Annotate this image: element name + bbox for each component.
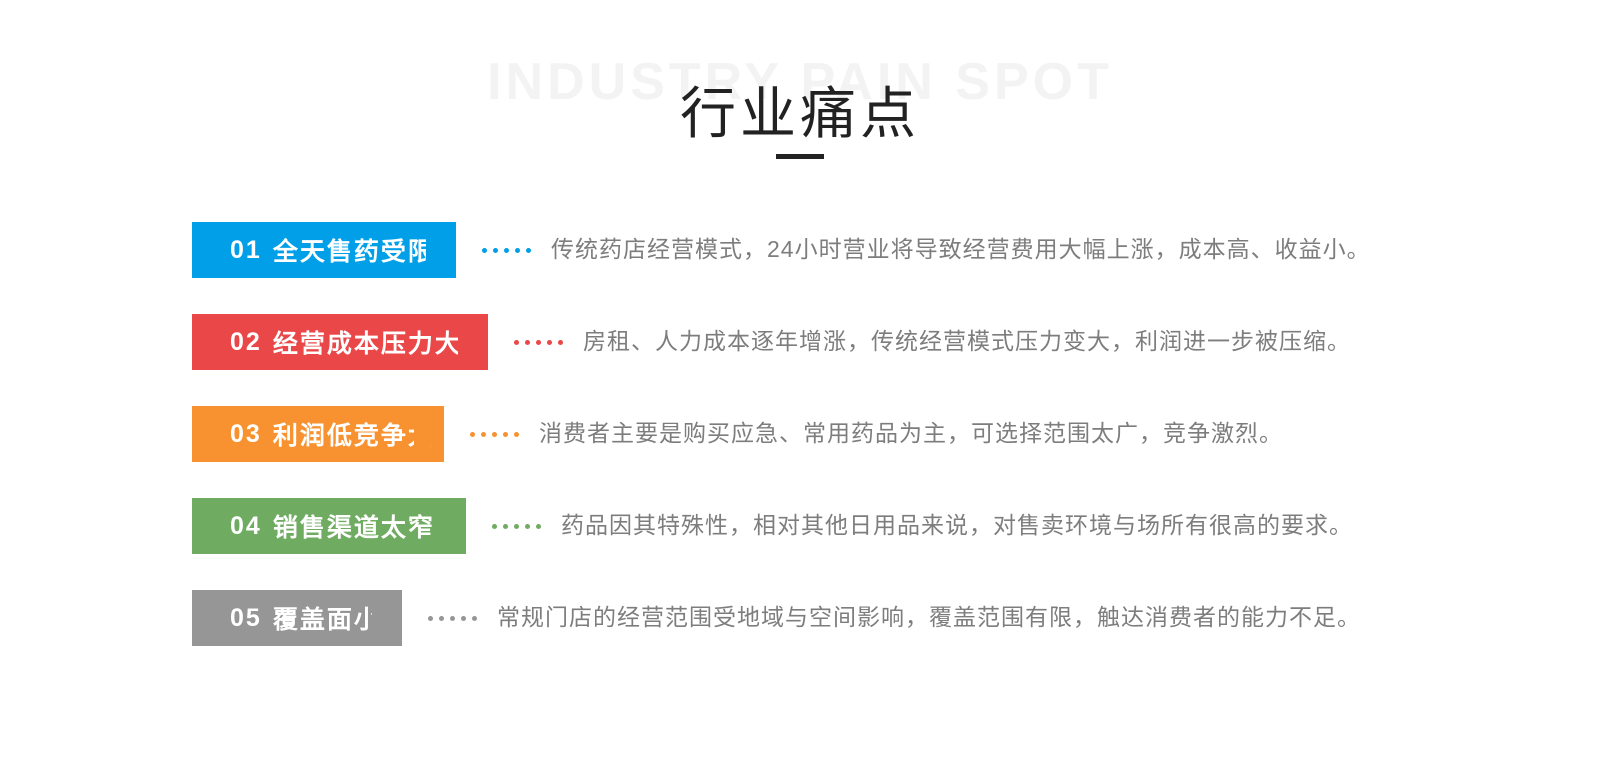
title-block: INDUSTRY PAIN SPOT 行业痛点 [0,53,1600,160]
pain-point-description: 消费者主要是购买应急、常用药品为主，可选择范围太广，竞争激烈。 [539,420,1283,447]
badge-number: 04 [230,511,262,540]
arrow-tip-icon [436,498,466,554]
pain-point-description: 房租、人力成本逐年增涨，传统经营模式压力变大，利润进一步被压缩。 [583,328,1351,355]
arrow-tip-icon [414,406,444,462]
badge-number: 01 [230,235,262,264]
title-divider [776,154,824,160]
pain-point-description: 药品因其特殊性，相对其他日用品来说，对售卖环境与场所有很高的要求。 [561,512,1353,539]
arrow-tip-icon [426,222,456,278]
dotted-connector-icon [492,523,541,529]
pain-point-row: 02 经营成本压力大 房租、人力成本逐年增涨，传统经营模式压力变大，利润进一步被压缩… [192,314,1532,370]
pain-point-description: 传统药店经营模式，24小时营业将导致经营费用大幅上涨，成本高、收益小。 [551,236,1371,263]
dotted-connector-icon [514,339,563,345]
badge-number: 03 [230,419,262,448]
pain-point-badge[interactable]: 02 经营成本压力大 [192,314,488,370]
pain-point-badge[interactable]: 01 全天售药受限 [192,222,456,278]
arrow-tip-icon [372,590,402,646]
pain-point-badge[interactable]: 04 销售渠道太窄 [192,498,466,554]
pain-point-row: 01 全天售药受限 传统药店经营模式，24小时营业将导致经营费用大幅上涨，成本高、收… [192,222,1532,278]
badge-label: 全天售药受限 [272,238,435,266]
pain-point-badge[interactable]: 03 利润低竞争大 [192,406,444,462]
pain-point-badge[interactable]: 05 覆盖面小 [192,590,402,646]
badge-label: 利润低竞争大 [272,422,435,450]
badge-label: 覆盖面小 [272,606,381,634]
pain-point-list: 01 全天售药受限 传统药店经营模式，24小时营业将导致经营费用大幅上涨，成本高、收… [192,222,1532,646]
arrow-tip-icon [458,314,488,370]
pain-point-row: 03 利润低竞争大 消费者主要是购买应急、常用药品为主，可选择范围太广，竞争激烈。 [192,406,1532,462]
ghost-title-watermark: INDUSTRY PAIN SPOT [487,53,1113,111]
dotted-connector-icon [482,247,531,253]
badge-label: 销售渠道太窄 [272,514,435,542]
pain-point-row: 05 覆盖面小 常规门店的经营范围受地域与空间影响，覆盖范围有限，触达消费者的能力不… [192,590,1532,646]
pain-point-description: 常规门店的经营范围受地域与空间影响，覆盖范围有限，触达消费者的能力不足。 [497,604,1361,631]
dotted-connector-icon [470,431,519,437]
badge-number: 05 [230,603,262,632]
badge-label: 经营成本压力大 [272,330,462,358]
page-title: 行业痛点 [680,82,920,145]
pain-point-row: 04 销售渠道太窄 药品因其特殊性，相对其他日用品来说，对售卖环境与场所有很高的要求… [192,498,1532,554]
badge-number: 02 [230,327,262,356]
dotted-connector-icon [428,615,477,621]
